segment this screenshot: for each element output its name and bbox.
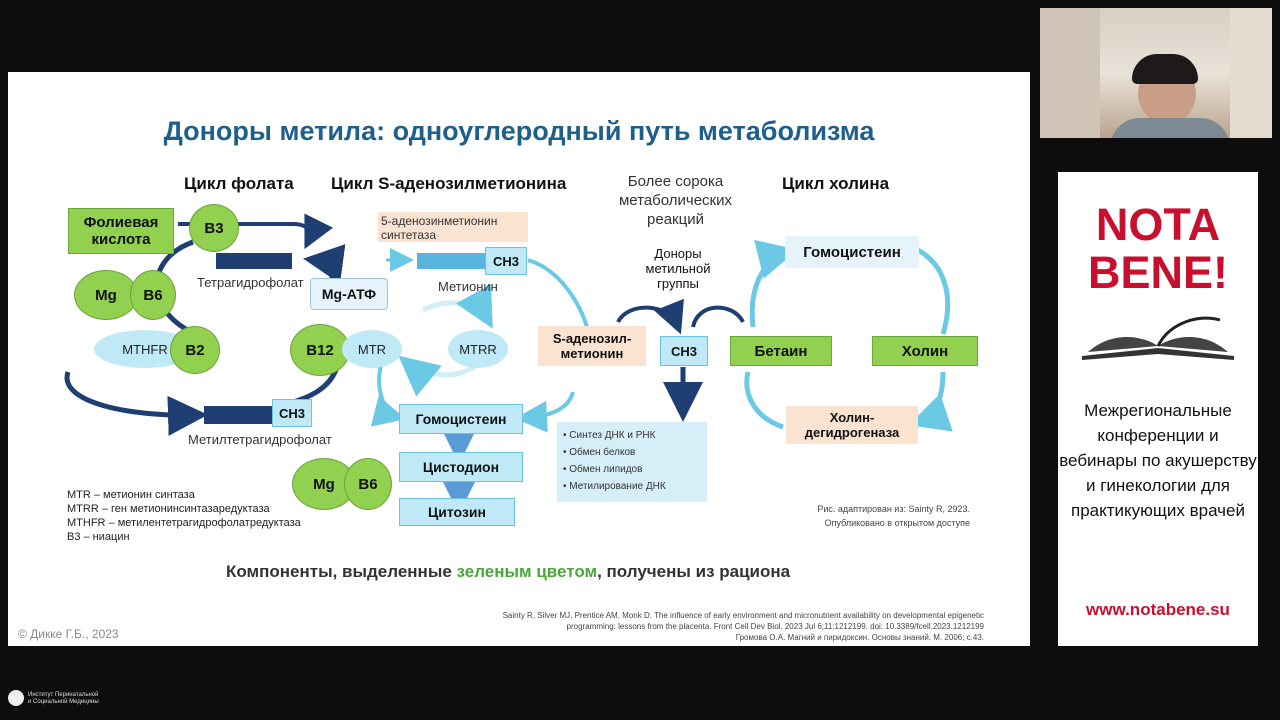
b12-circle: В12 <box>290 324 350 376</box>
brand-line2: BENE! <box>1087 247 1228 298</box>
b6-circle-folate: В6 <box>130 270 176 320</box>
homocysteine-box-sam: Гомоцистеин <box>399 404 523 434</box>
thf-bar <box>216 253 292 269</box>
institute-logo-icon <box>8 690 24 706</box>
copyright: © Дикке Г.Б., 2023 <box>18 627 119 641</box>
donors-effects-list: • Синтез ДНК и РНК • Обмен белков • Обме… <box>557 422 707 502</box>
reactions-header: Более сорока метаболических реакций <box>618 173 733 228</box>
ch3-box-folate: СН3 <box>272 399 312 427</box>
folate-cycle-header: Цикл фолата <box>184 174 294 193</box>
list-item: • Обмен белков <box>563 447 636 458</box>
sam-box: S-аденозил-метионин <box>538 326 646 366</box>
presentation-slide: Доноры метила: одноуглеродный путь метаб… <box>8 72 1030 646</box>
ch3-box-methionine: СН3 <box>485 247 527 275</box>
ch3-box-donors: СН3 <box>660 336 708 366</box>
mg-circle-folate: Mg <box>74 270 138 320</box>
methionine-bar <box>417 253 485 269</box>
thf-label: Тетрагидрофолат <box>197 275 304 290</box>
choline-box: Холин <box>872 336 978 366</box>
cytosine-box: Цитозин <box>399 498 515 526</box>
homocysteine-box-choline: Гомоцистеин <box>785 236 919 268</box>
references: Sainty R, Silver MJ, Prentice AM, Monk D… <box>502 611 984 642</box>
sam-cycle-header: Цикл S-аденозилметионина <box>331 174 567 193</box>
cystadione-box: Цистодион <box>399 452 523 482</box>
abbreviations-legend: MTR – метионин синтаза MTRR – ген метион… <box>67 489 301 543</box>
figure-credit: Рис. адаптирован из: Sainty R, 2923. Опу… <box>817 504 970 528</box>
b2-circle: В2 <box>170 326 220 374</box>
notabene-ad-panel: NOTA BENE! Межрегиональные конференции и… <box>1058 172 1258 646</box>
list-item: • Обмен липидов <box>563 464 643 475</box>
slide-title: Доноры метила: одноуглеродный путь метаб… <box>163 116 875 146</box>
speaker-shoulders <box>1110 118 1230 138</box>
mthf-label: Метилтетрагидрофолат <box>188 432 332 447</box>
choline-cycle-header: Цикл холина <box>782 174 890 193</box>
choline-dehydrogenase-box: Холин-дегидрогеназа <box>786 406 918 444</box>
folic-acid-box: Фолиевая кислота <box>68 208 174 254</box>
betaine-box: Бетаин <box>730 336 832 366</box>
speaker-hair <box>1132 54 1198 84</box>
brand-line1: NOTA <box>1095 199 1221 250</box>
b3-circle: В3 <box>189 204 239 252</box>
mtrr-ellipse: MTRR <box>448 330 508 368</box>
list-item: • Метилирование ДНК <box>563 481 666 492</box>
open-book-icon <box>1082 316 1234 360</box>
mg-atp-box: Mg-АТФ <box>310 278 388 310</box>
webcam-video <box>1040 8 1272 138</box>
diet-note: Компоненты, выделенные зеленым цветом, п… <box>226 562 791 581</box>
ad-url[interactable]: www.notabene.su <box>1086 600 1230 619</box>
mthf-bar <box>204 406 272 424</box>
mtr-ellipse: MTR <box>342 330 402 368</box>
methyl-donors-label: Доноры метильной группы <box>645 246 711 291</box>
sam-synthetase-label: 5-аденозинметионин синтетаза <box>378 212 528 242</box>
ad-description: Межрегиональные конференции и вебинары п… <box>1059 401 1257 520</box>
b6-circle-sam: В6 <box>344 458 392 510</box>
list-item: • Синтез ДНК и РНК <box>563 430 656 441</box>
methionine-label: Метионин <box>438 279 498 294</box>
